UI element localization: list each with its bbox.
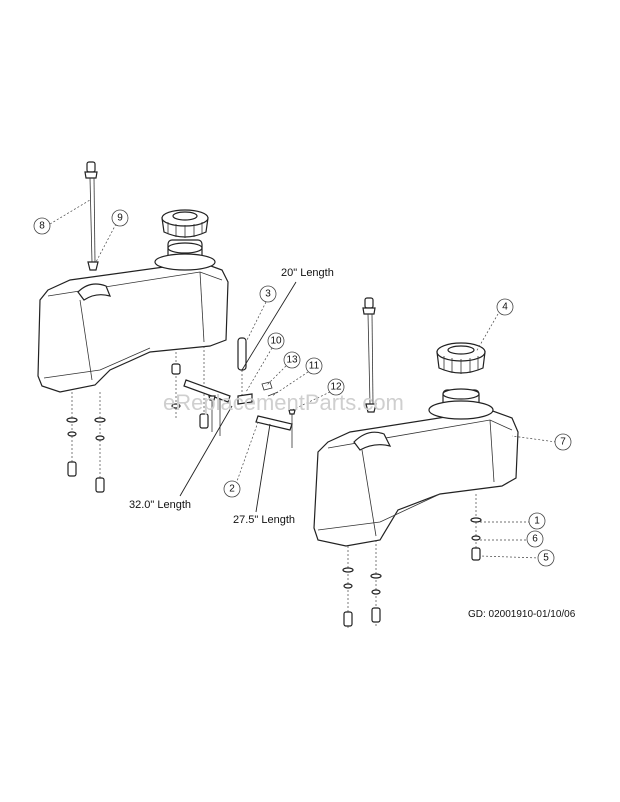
svg-text:2: 2 xyxy=(229,484,235,495)
callout-13: 13 xyxy=(283,351,301,369)
svg-text:10: 10 xyxy=(270,336,282,347)
svg-text:11: 11 xyxy=(309,361,320,372)
right-mounting-hardware xyxy=(342,494,482,628)
svg-text:6: 6 xyxy=(532,534,538,545)
callout-7: 7 xyxy=(554,433,572,451)
right-vent-assembly xyxy=(362,297,377,413)
svg-text:1: 1 xyxy=(534,516,540,527)
length-label-32: 32.0" Length xyxy=(129,499,191,511)
svg-text:12: 12 xyxy=(330,382,342,393)
svg-text:5: 5 xyxy=(543,553,549,564)
left-fuel-cap xyxy=(161,209,209,238)
callout-2: 2 xyxy=(223,480,241,498)
svg-text:4: 4 xyxy=(502,302,508,313)
callout-6: 6 xyxy=(526,530,544,548)
callout-3: 3 xyxy=(259,285,277,303)
callout-5: 5 xyxy=(537,549,555,567)
callout-8: 8 xyxy=(33,217,51,235)
callout-10: 10 xyxy=(267,332,285,350)
callout-11: 11 xyxy=(305,357,323,375)
length-label-20: 20" Length xyxy=(281,267,334,279)
callout-12: 12 xyxy=(327,378,345,396)
svg-text:9: 9 xyxy=(117,213,123,224)
callout-9: 9 xyxy=(111,209,129,227)
svg-text:13: 13 xyxy=(286,355,298,366)
left-vent-assembly xyxy=(84,161,99,271)
drawing-code: GD: 02001910-01/10/06 xyxy=(468,609,576,620)
svg-text:8: 8 xyxy=(39,221,45,232)
svg-text:3: 3 xyxy=(265,289,271,300)
left-fuel-tank xyxy=(37,239,229,393)
right-fuel-cap xyxy=(436,342,486,374)
watermark: eReplacementParts.com xyxy=(163,390,404,415)
leader-lines xyxy=(49,199,557,559)
right-fuel-tank xyxy=(313,388,519,547)
left-mounting-hardware xyxy=(66,346,209,493)
callout-4: 4 xyxy=(496,298,514,316)
svg-text:7: 7 xyxy=(560,437,566,448)
callout-1: 1 xyxy=(528,512,546,530)
length-label-27-5: 27.5" Length xyxy=(233,514,295,526)
